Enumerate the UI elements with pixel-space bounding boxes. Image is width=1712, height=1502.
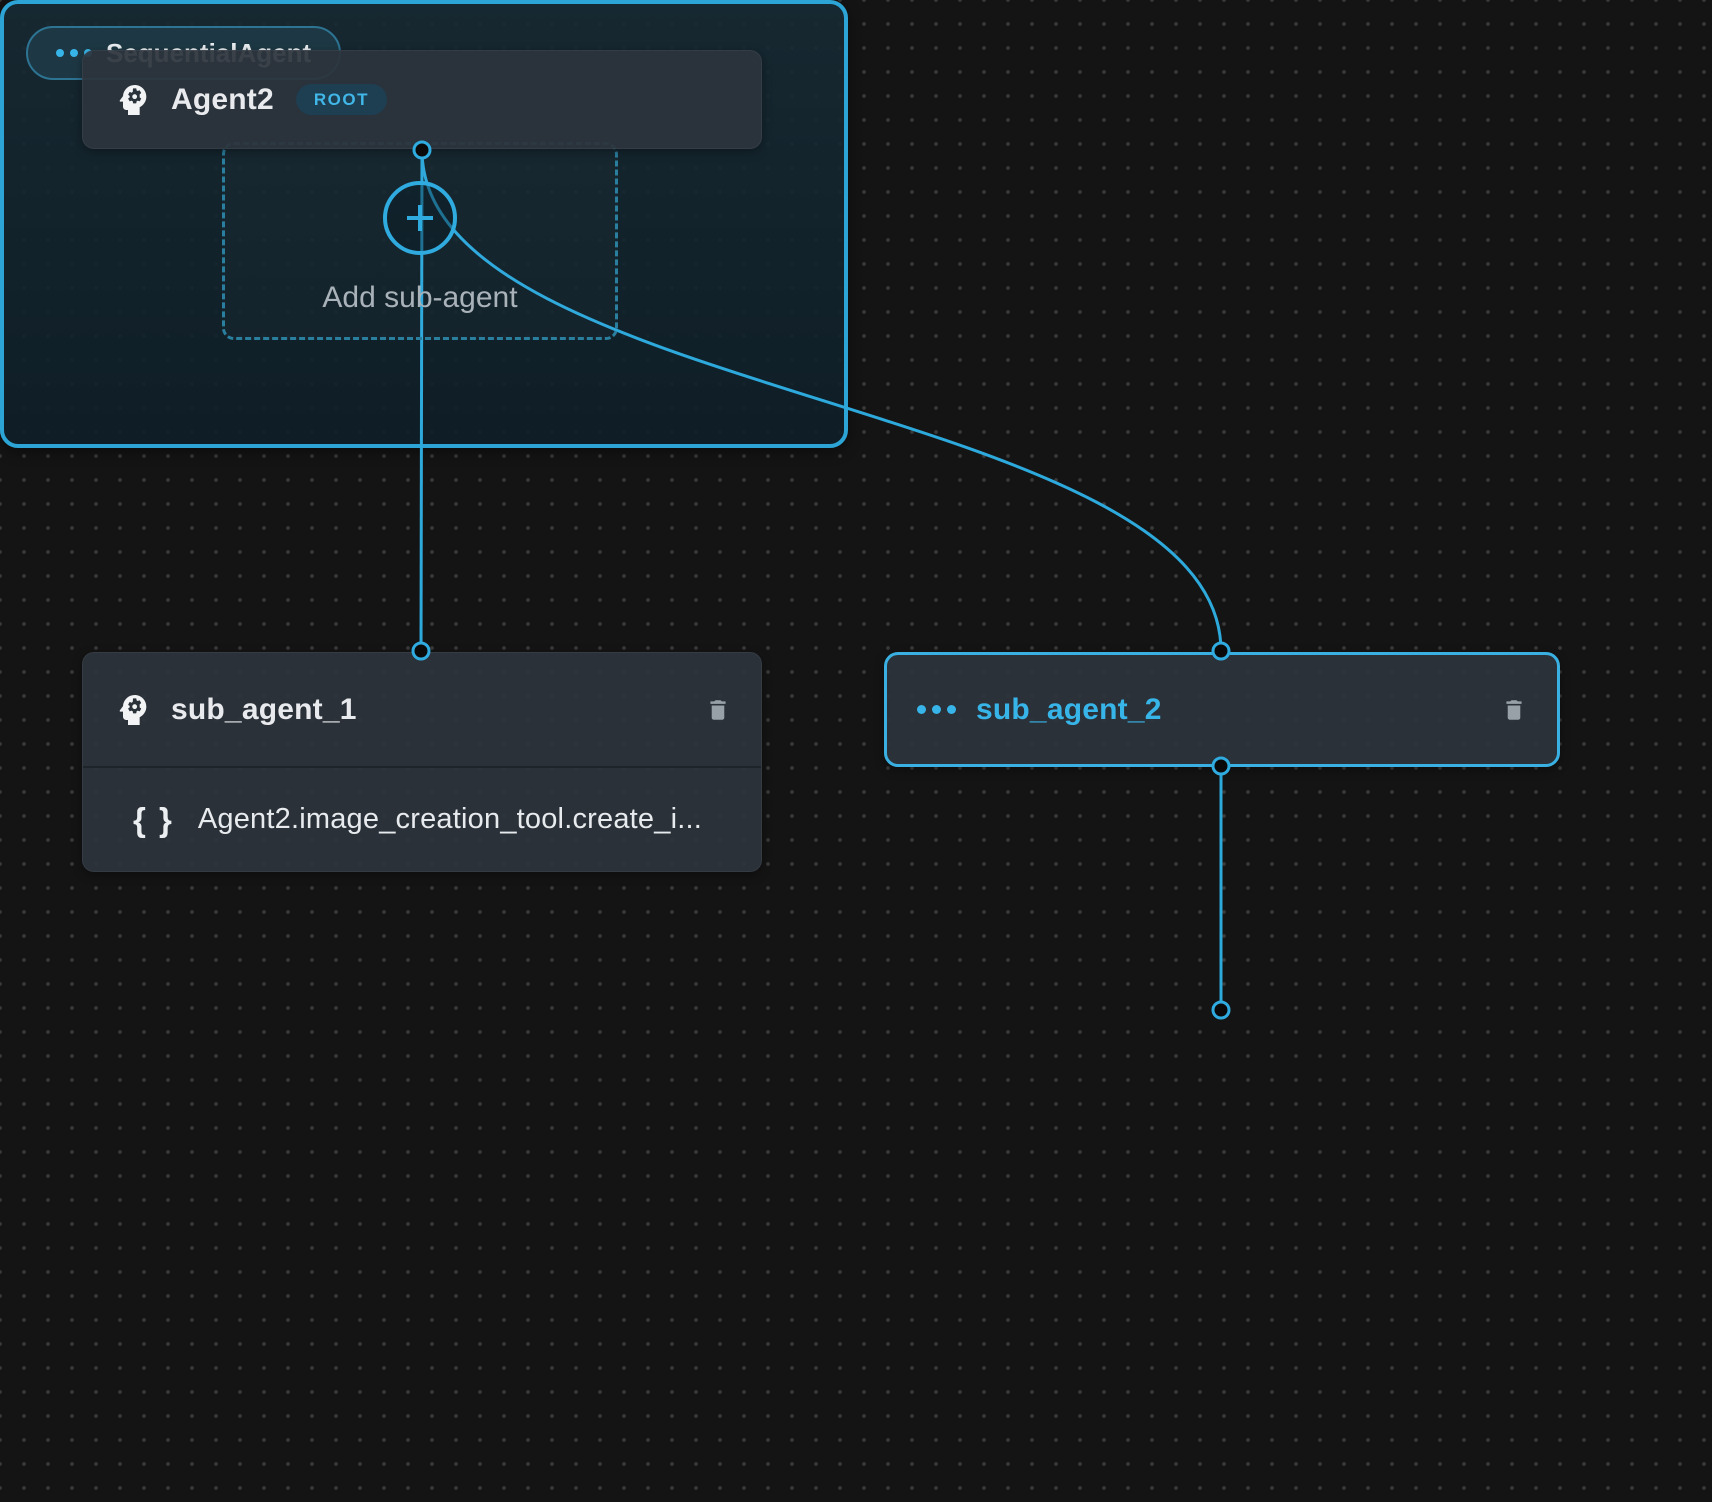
handle-agent2-source[interactable] bbox=[412, 140, 432, 160]
trash-icon bbox=[710, 699, 726, 720]
node-agent2-title: Agent2 bbox=[171, 82, 274, 116]
plus-icon bbox=[407, 205, 433, 231]
node-sub-agent-2[interactable]: sub_agent_2 bbox=[884, 652, 1560, 767]
tool-label: Agent2.image_creation_tool.create_i... bbox=[197, 803, 702, 835]
handle-sub-agent-2-source[interactable] bbox=[1211, 756, 1231, 776]
trash-icon bbox=[1506, 699, 1522, 720]
delete-sub-agent-2-button[interactable] bbox=[1501, 695, 1527, 725]
add-sub-agent-button[interactable] bbox=[383, 181, 457, 255]
psychology-icon bbox=[119, 694, 147, 725]
tool-row[interactable]: { } Agent2.image_creation_tool.create_i.… bbox=[83, 768, 761, 871]
node-sub-agent-2-title: sub_agent_2 bbox=[976, 692, 1162, 726]
node-sub-agent-1-header: sub_agent_1 bbox=[83, 653, 761, 766]
workflow-dots-icon bbox=[917, 705, 956, 714]
delete-sub-agent-1-button[interactable] bbox=[705, 695, 731, 725]
psychology-icon bbox=[119, 84, 147, 115]
root-badge: ROOT bbox=[295, 84, 387, 115]
node-sub-agent-1-title: sub_agent_1 bbox=[171, 692, 357, 726]
add-sub-agent-label: Add sub-agent bbox=[322, 281, 518, 314]
add-sub-agent-drop-zone[interactable]: Add sub-agent bbox=[222, 142, 618, 340]
node-agent2-header: Agent2 ROOT bbox=[83, 51, 761, 148]
node-sub-agent-1[interactable]: sub_agent_1 { } Agent2.image_creation_to… bbox=[82, 652, 762, 872]
handle-sub-agent-2-target[interactable] bbox=[1211, 641, 1231, 661]
handle-sub-agent-1-target[interactable] bbox=[411, 641, 431, 661]
handle-sequential-agent-target[interactable] bbox=[1211, 1000, 1231, 1020]
node-divider bbox=[83, 766, 761, 768]
node-agent2[interactable]: Agent2 ROOT bbox=[82, 50, 762, 149]
node-sub-agent-2-header: sub_agent_2 bbox=[887, 655, 1557, 764]
code-braces-icon: { } bbox=[133, 800, 174, 838]
